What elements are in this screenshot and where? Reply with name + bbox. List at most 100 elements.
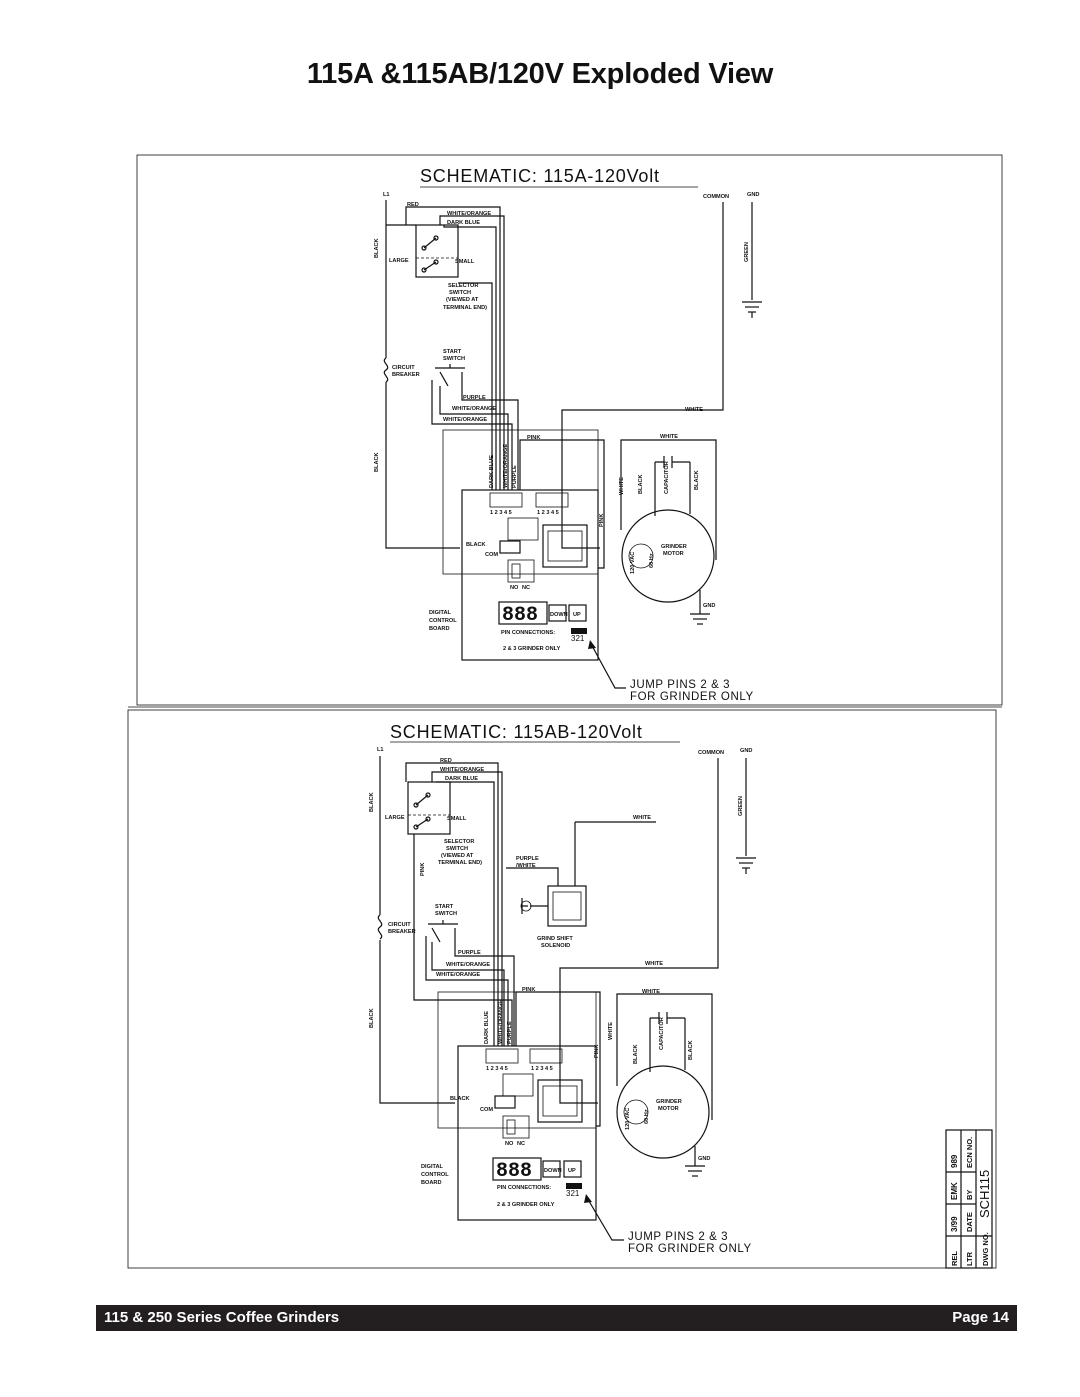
svg-text:WHITE/ORANGE: WHITE/ORANGE <box>498 1000 504 1044</box>
svg-text:CAPACITOR: CAPACITOR <box>664 461 670 494</box>
circuit-breaker-symbol <box>383 357 389 383</box>
svg-text:1 2 3 4 5: 1 2 3 4 5 <box>531 1066 553 1072</box>
svg-text:DATE: DATE <box>965 1212 974 1232</box>
svg-text:LTR: LTR <box>965 1251 974 1266</box>
svg-text:TERMINAL END): TERMINAL END) <box>438 860 482 866</box>
l1-line-b <box>379 756 455 1104</box>
svg-text:CONTROL: CONTROL <box>421 1172 449 1178</box>
svg-text:FOR GRINDER ONLY: FOR GRINDER ONLY <box>630 691 754 703</box>
svg-text:WHITE: WHITE <box>619 477 625 495</box>
svg-text:PURPLE: PURPLE <box>512 465 518 488</box>
svg-text:JUMP PINS 2 & 3: JUMP PINS 2 & 3 <box>630 679 730 691</box>
svg-text:BLACK: BLACK <box>638 474 644 494</box>
svg-text:SWITCH: SWITCH <box>449 290 471 296</box>
svg-text:989: 989 <box>950 1154 959 1168</box>
svg-text:DARK BLUE: DARK BLUE <box>489 455 495 488</box>
svg-text:BLACK: BLACK <box>688 1040 694 1060</box>
svg-text:888: 888 <box>496 1160 532 1183</box>
svg-text:3/99: 3/99 <box>950 1216 959 1232</box>
svg-text:SMALL: SMALL <box>447 816 467 822</box>
svg-text:DARK BLUE: DARK BLUE <box>484 1011 490 1044</box>
footer-series-title: 115 & 250 Series Coffee Grinders <box>104 1309 340 1326</box>
svg-text:GRINDER: GRINDER <box>661 544 687 550</box>
schematic-b: SCHEMATIC: 115AB-120Volt L1 COMMON GND B… <box>369 722 756 1255</box>
svg-text:DIGITAL: DIGITAL <box>429 610 452 616</box>
svg-text:RED: RED <box>407 202 419 208</box>
svg-text:WHITE/ORANGE: WHITE/ORANGE <box>447 211 491 217</box>
svg-text:BREAKER: BREAKER <box>388 929 416 935</box>
svg-text:SCH115: SCH115 <box>977 1170 992 1218</box>
svg-text:BLACK: BLACK <box>369 792 375 812</box>
svg-text:DWG NO.: DWG NO. <box>981 1232 990 1266</box>
svg-text:COMMON: COMMON <box>703 194 729 200</box>
svg-text:(VIEWED AT: (VIEWED AT <box>446 297 479 303</box>
segment-display: 888 <box>502 604 538 627</box>
svg-text:ECN NO.: ECN NO. <box>965 1137 974 1168</box>
svg-text:TERMINAL END): TERMINAL END) <box>443 305 487 311</box>
svg-text:1 2 3 4 5: 1 2 3 4 5 <box>537 510 559 516</box>
svg-text:GRIND SHIFT: GRIND SHIFT <box>537 936 573 942</box>
svg-text:WHITE/ORANGE: WHITE/ORANGE <box>503 444 509 488</box>
svg-text:PURPLE: PURPLE <box>458 950 481 956</box>
svg-text:WHITE/ORANGE: WHITE/ORANGE <box>446 962 490 968</box>
svg-text:CONTROL: CONTROL <box>429 618 457 624</box>
page-title: 115A &115AB/120V Exploded View <box>306 58 774 90</box>
svg-text:SWITCH: SWITCH <box>435 911 457 917</box>
svg-text:PINK: PINK <box>594 1045 600 1058</box>
svg-text:GND: GND <box>698 1156 710 1162</box>
schematic-a-title: SCHEMATIC: 115A-120Volt <box>420 166 660 186</box>
svg-text:GND: GND <box>747 192 759 198</box>
svg-text:WHITE: WHITE <box>608 1022 614 1040</box>
svg-text:120 VAC: 120 VAC <box>630 552 636 574</box>
svg-text:321: 321 <box>571 634 585 643</box>
svg-text:GND: GND <box>740 748 752 754</box>
svg-text:WHITE/ORANGE: WHITE/ORANGE <box>443 417 487 423</box>
svg-text:/WHITE: /WHITE <box>516 863 536 869</box>
svg-text:PINK: PINK <box>420 863 426 876</box>
svg-text:BLACK: BLACK <box>694 470 700 490</box>
svg-text:SWITCH: SWITCH <box>443 356 465 362</box>
svg-text:(VIEWED AT: (VIEWED AT <box>441 853 474 859</box>
svg-text:NO: NO <box>510 585 519 591</box>
common-line <box>561 202 724 549</box>
svg-text:UP: UP <box>573 612 581 618</box>
drawing-title-block: REL LTR DWG NO. 3/99 EMK 989 DATE BY ECN… <box>945 1129 993 1269</box>
schematic-b-title: SCHEMATIC: 115AB-120Volt <box>390 722 643 742</box>
svg-text:2 & 3 GRINDER ONLY: 2 & 3 GRINDER ONLY <box>503 646 561 652</box>
svg-text:LARGE: LARGE <box>389 258 409 264</box>
svg-text:PURPLE: PURPLE <box>507 1021 513 1044</box>
pink-wire <box>519 439 605 569</box>
svg-text:PURPLE: PURPLE <box>463 395 486 401</box>
svg-text:1 2 3 4 5: 1 2 3 4 5 <box>490 510 512 516</box>
svg-text:PURPLE: PURPLE <box>516 856 539 862</box>
capacitor <box>654 456 691 516</box>
svg-text:SWITCH: SWITCH <box>446 846 468 852</box>
digital-control-board <box>461 489 599 661</box>
selector-switch <box>415 224 459 278</box>
svg-text:START: START <box>435 904 454 910</box>
svg-text:START: START <box>443 349 462 355</box>
svg-text:NC: NC <box>517 1141 525 1147</box>
ground-symbol <box>742 301 762 318</box>
svg-text:WHITE/ORANGE: WHITE/ORANGE <box>436 972 480 978</box>
svg-text:1 2 3 4 5: 1 2 3 4 5 <box>486 1066 508 1072</box>
schematic-a: SCHEMATIC: 115A-120Volt L1 COMMON GND BL… <box>374 166 762 703</box>
svg-text:PIN CONNECTIONS:: PIN CONNECTIONS: <box>501 630 555 636</box>
svg-text:JUMP PINS 2 & 3: JUMP PINS 2 & 3 <box>628 1231 728 1243</box>
svg-text:GREEN: GREEN <box>738 796 744 816</box>
schematic-b-frame <box>127 709 997 1269</box>
svg-text:FOR GRINDER ONLY: FOR GRINDER ONLY <box>628 1243 752 1255</box>
svg-text:UP: UP <box>568 1168 576 1174</box>
svg-text:BLACK: BLACK <box>450 1096 470 1102</box>
svg-text:PINK: PINK <box>599 514 605 527</box>
svg-text:SELECTOR: SELECTOR <box>448 283 478 289</box>
svg-text:BOARD: BOARD <box>429 626 450 632</box>
svg-text:CIRCUIT: CIRCUIT <box>388 922 411 928</box>
svg-text:WHITE: WHITE <box>642 989 660 995</box>
svg-text:60 Hz: 60 Hz <box>649 553 655 568</box>
svg-text:WHITE: WHITE <box>633 815 651 821</box>
svg-text:NO: NO <box>505 1141 514 1147</box>
svg-text:WHITE: WHITE <box>645 961 663 967</box>
red-wire <box>405 206 501 490</box>
svg-text:120 VAC: 120 VAC <box>625 1108 631 1130</box>
